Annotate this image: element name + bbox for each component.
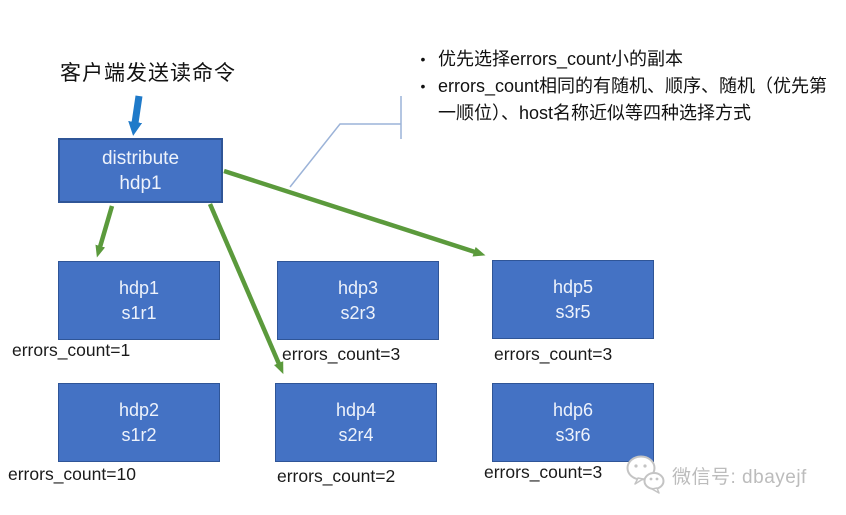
node-shard-label: s2r4 (338, 424, 374, 445)
bullet-marker: • (420, 51, 426, 67)
errors-count-label-hdp6: errors_count=3 (484, 462, 603, 482)
node-host-label: hdp2 (118, 399, 160, 420)
node-box-hdp6: hdp6 s3r6 (492, 383, 654, 462)
node-box-hdp3: hdp3 s2r3 (277, 261, 439, 340)
wechat-icon (626, 455, 665, 494)
node-box-hdp2: hdp2 s1r2 (58, 383, 220, 462)
node-shard-label: s1r1 (121, 302, 157, 323)
note-bullet: • 优先选择errors_count小的副本 (408, 46, 832, 73)
distribute-to-hdp4-arrow (207, 203, 284, 375)
note-bullet-text: 优先选择errors_count小的副本 (438, 49, 684, 69)
errors-count-label-hdp2: errors_count=10 (8, 464, 136, 484)
node-box-hdp4: hdp4 s2r4 (275, 383, 437, 462)
node-box-hdp5: hdp5 s3r5 (492, 260, 654, 339)
client-to-distribute-arrow (128, 95, 143, 136)
node-host-label: hdp5 (552, 276, 594, 297)
node-host-label: hdp4 (335, 399, 377, 420)
bullet-marker: • (420, 78, 426, 94)
distribute-node-host: hdp1 (119, 172, 162, 194)
errors-count-label-hdp4: errors_count=2 (277, 466, 396, 486)
node-shard-label: s3r6 (555, 424, 591, 445)
note-bullet: • errors_count相同的有随机、顺序、随机（优先第一顺位）、host名… (408, 73, 832, 127)
node-shard-label: s3r5 (555, 301, 591, 322)
node-host-label: hdp6 (552, 399, 594, 420)
node-shard-label: s2r3 (340, 302, 376, 323)
watermark: 微信号: dbayejf (624, 453, 807, 497)
watermark-text: 微信号: dbayejf (672, 466, 807, 488)
distribute-to-hdp1-arrow (95, 205, 115, 258)
note-bullet-text: errors_count相同的有随机、顺序、随机（优先第一顺位）、host名称近… (438, 76, 828, 123)
distribute-node: distribute hdp1 (58, 138, 223, 203)
node-host-label: hdp3 (337, 277, 379, 298)
node-host-label: hdp1 (118, 277, 160, 298)
node-box-hdp1: hdp1 s1r1 (58, 261, 220, 340)
distribute-to-hdp5-arrow (223, 168, 486, 257)
node-shard-label: s1r2 (121, 424, 157, 445)
notes-list: • 优先选择errors_count小的副本 • errors_count相同的… (408, 46, 832, 127)
notes-callout-line (289, 96, 402, 188)
errors-count-label-hdp1: errors_count=1 (12, 340, 131, 360)
errors-count-label-hdp3: errors_count=3 (282, 344, 401, 364)
distribute-node-role: distribute (101, 147, 180, 169)
page-title: 客户端发送读命令 (60, 62, 236, 85)
errors-count-label-hdp5: errors_count=3 (494, 344, 613, 364)
